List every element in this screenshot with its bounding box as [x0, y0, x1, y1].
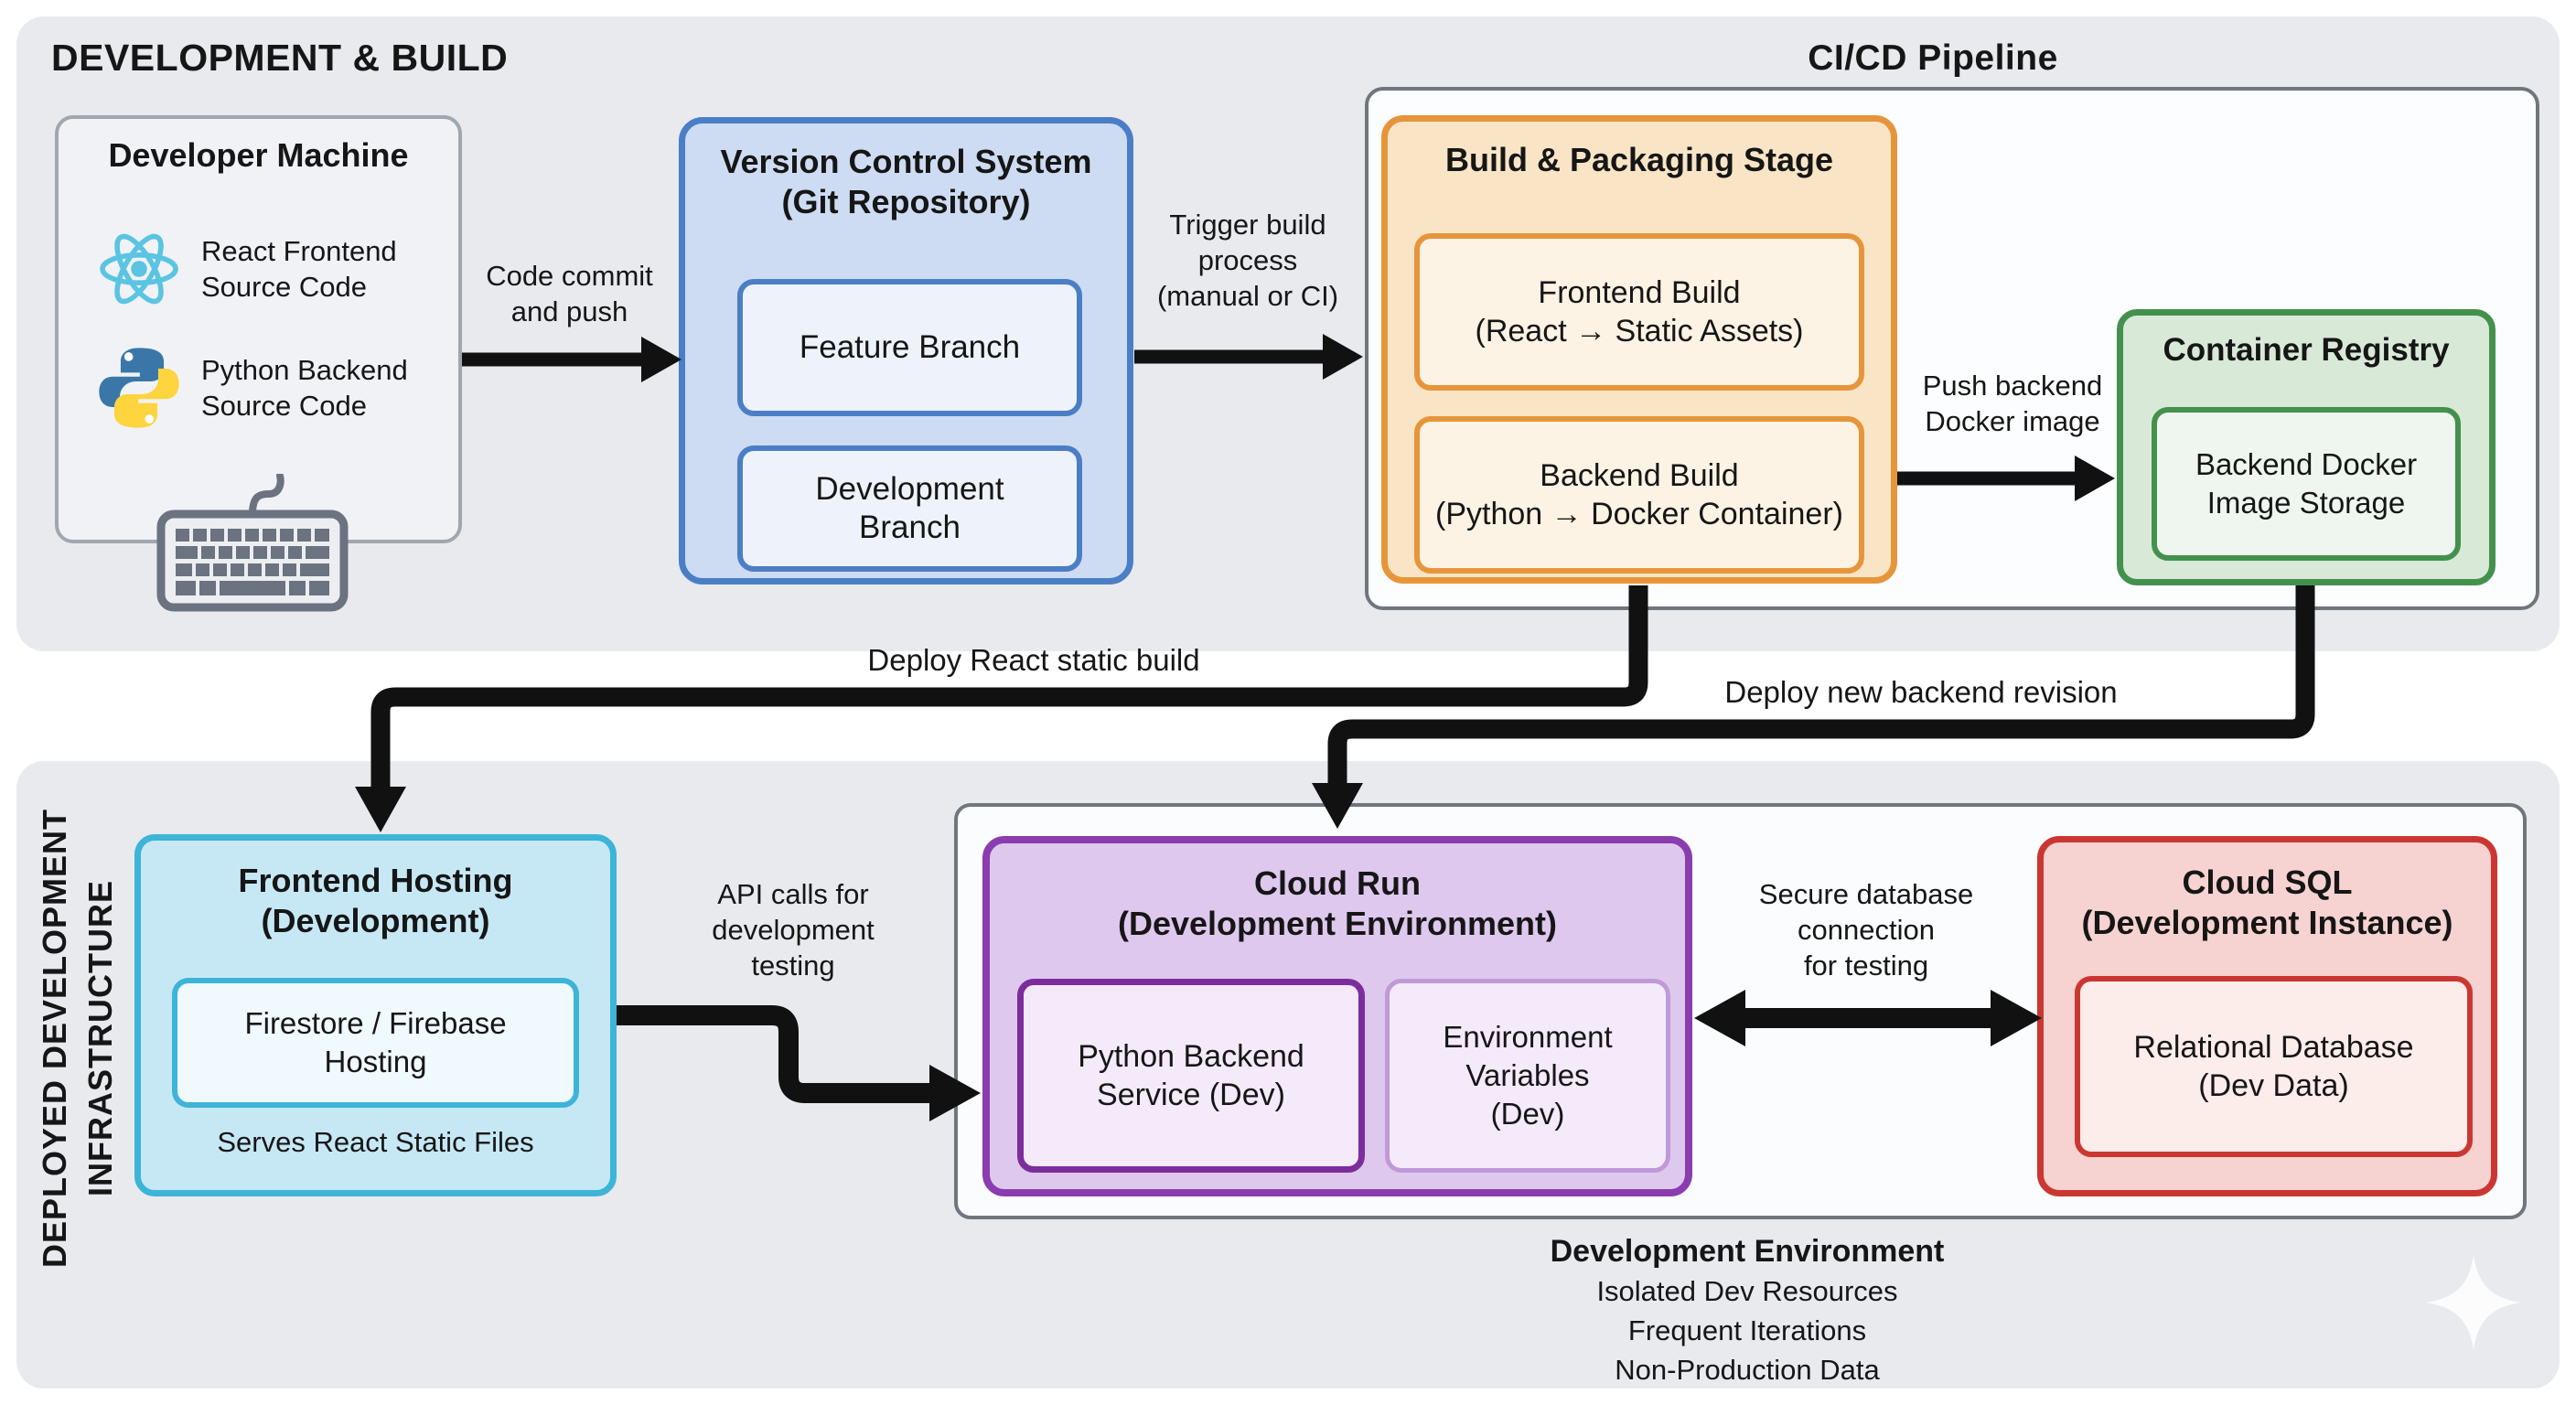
development-branch-box: Development Branch: [737, 445, 1082, 572]
react-icon: [100, 233, 178, 305]
frontend-hosting-caption: Serves React Static Files: [217, 1126, 534, 1158]
frontend-hosting-title: Frontend Hosting (Development): [238, 862, 513, 939]
section-title-deployed-infrastructure: DEPLOYED DEVELOPMENT INFRASTRUCTURE: [36, 808, 119, 1269]
cloud-sql-title: Cloud SQL (Development Instance): [2081, 863, 2453, 941]
edge-label-api-calls: API calls for development testing: [712, 878, 875, 981]
build-packaging-stage-box: Build & Packaging Stage Frontend Build (…: [1381, 115, 1897, 584]
developer-machine-box: Developer Machine React Frontend Source …: [55, 115, 462, 612]
container-registry-title: Container Registry: [2163, 332, 2450, 368]
frontend-hosting-box: Frontend Hosting (Development) Firestore…: [134, 834, 617, 1196]
cloud-run-title: Cloud Run (Development Environment): [1117, 864, 1558, 942]
environment-note-item: Frequent Iterations: [1627, 1314, 1867, 1346]
environment-variables-box: Environment Variables (Dev): [1385, 979, 1670, 1173]
vcs-title: Version Control System (Git Repository): [720, 143, 1092, 220]
developer-machine-title: Developer Machine: [108, 136, 409, 174]
environment-note-item: Isolated Dev Resources: [1596, 1275, 1898, 1307]
python-backend-service-box: Python Backend Service (Dev): [1017, 979, 1365, 1173]
edge-label-trigger-build: Trigger build process (manual or CI): [1156, 209, 1339, 312]
section-title-cicd-pipeline: CI/CD Pipeline: [1808, 38, 2058, 78]
react-source-row: React Frontend Source Code: [95, 225, 397, 313]
edge-label-code-commit: Code commit and push: [486, 260, 653, 327]
firebase-hosting-box: Firestore / Firebase Hosting: [172, 978, 579, 1108]
sparkle-icon: [2426, 1255, 2521, 1350]
frontend-build-box: Frontend Build (React → Static Assets): [1414, 233, 1864, 391]
python-source-row: Python Backend Source Code: [95, 344, 408, 432]
build-stage-title: Build & Packaging Stage: [1444, 141, 1834, 178]
cloud-run-box: Cloud Run (Development Environment) Pyth…: [982, 836, 1692, 1196]
environment-notes: Development Environment Isolated Dev Res…: [1427, 1231, 2067, 1389]
react-source-label: React Frontend Source Code: [201, 235, 397, 303]
python-icon: [99, 348, 179, 428]
relational-database-box: Relational Database (Dev Data): [2075, 976, 2473, 1157]
python-source-label: Python Backend Source Code: [201, 354, 408, 422]
environment-note-item: Non-Production Data: [1615, 1354, 1880, 1386]
edge-label-deploy-react: Deploy React static build: [867, 643, 1200, 677]
version-control-system-box: Version Control System (Git Repository) …: [679, 117, 1133, 585]
section-title-development-build: DEVELOPMENT & BUILD: [51, 37, 509, 79]
edge-label-push-image: Push backend Docker image: [1922, 370, 2103, 437]
edge-label-deploy-backend: Deploy new backend revision: [1724, 675, 2118, 709]
feature-branch-box: Feature Branch: [737, 279, 1082, 416]
cloud-sql-box: Cloud SQL (Development Instance) Relatio…: [2037, 836, 2497, 1196]
environment-notes-title: Development Environment: [1550, 1234, 1945, 1269]
edge-label-secure-db: Secure database connection for testing: [1758, 878, 1974, 981]
keyboard-icon: [156, 474, 349, 612]
container-registry-box: Container Registry Backend Docker Image …: [2117, 309, 2496, 585]
backend-build-box: Backend Build (Python → Docker Container…: [1414, 416, 1864, 574]
docker-image-storage-box: Backend Docker Image Storage: [2152, 407, 2461, 561]
